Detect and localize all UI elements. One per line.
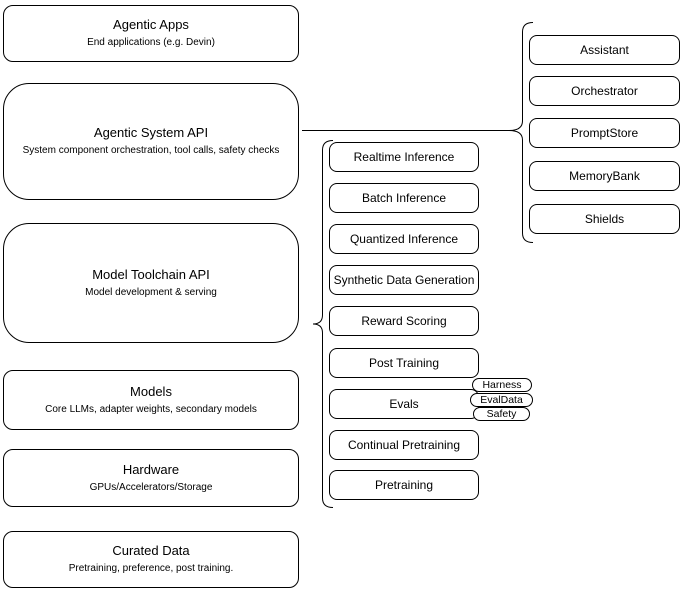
node-quantized-inference: Quantized Inference [329, 224, 479, 254]
box-curated-data-subtitle: Pretraining, preference, post training. [68, 563, 234, 574]
tag-evaldata-label: EvalData [480, 394, 523, 406]
node-evals: Evals [329, 389, 479, 419]
box-model-toolchain-api: Model Toolchain API Model development & … [3, 223, 299, 343]
node-batch-inference-label: Batch Inference [361, 191, 447, 205]
box-curated-data: Curated Data Pretraining, preference, po… [3, 531, 299, 588]
node-orchestrator-label: Orchestrator [571, 84, 638, 98]
box-model-toolchain-api-title: Model Toolchain API [92, 266, 210, 282]
box-hardware-subtitle: GPUs/Accelerators/Storage [89, 481, 213, 493]
node-pretraining: Pretraining [329, 470, 479, 500]
node-realtime-inference-label: Realtime Inference [353, 150, 455, 164]
box-agentic-apps-title: Agentic Apps [113, 17, 189, 32]
box-hardware-title: Hardware [122, 461, 180, 477]
box-models-title: Models [130, 383, 172, 399]
box-model-toolchain-api-subtitle: Model development & serving [85, 286, 217, 298]
node-promptstore: PromptStore [529, 118, 680, 148]
box-models: Models Core LLMs, adapter weights, secon… [3, 370, 299, 430]
node-post-training-label: Post Training [368, 356, 440, 370]
node-memorybank: MemoryBank [529, 161, 680, 191]
box-curated-data-title: Curated Data [112, 543, 190, 558]
node-synthetic-data-generation-label: Synthetic Data Generation [333, 273, 475, 287]
node-reward-scoring: Reward Scoring [329, 306, 479, 336]
node-evals-label: Evals [389, 397, 419, 411]
tag-evaldata: EvalData [470, 393, 533, 407]
node-assistant: Assistant [529, 35, 680, 65]
node-quantized-inference-label: Quantized Inference [349, 232, 459, 246]
node-synthetic-data-generation: Synthetic Data Generation [329, 265, 479, 295]
node-promptstore-label: PromptStore [570, 126, 639, 140]
box-agentic-apps: Agentic Apps End applications (e.g. Devi… [3, 5, 299, 62]
node-shields: Shields [529, 204, 680, 234]
node-assistant-label: Assistant [580, 43, 629, 57]
system-group-brace [508, 22, 534, 243]
node-batch-inference: Batch Inference [329, 183, 479, 213]
node-post-training: Post Training [329, 348, 479, 378]
node-orchestrator: Orchestrator [529, 76, 680, 106]
node-realtime-inference: Realtime Inference [329, 142, 479, 172]
tag-safety: Safety [473, 407, 530, 421]
box-agentic-apps-subtitle: End applications (e.g. Devin) [87, 37, 215, 48]
toolchain-group-brace [312, 140, 334, 508]
node-continual-pretraining: Continual Pretraining [329, 430, 479, 460]
box-agentic-system-api-subtitle: System component orchestration, tool cal… [22, 145, 280, 156]
box-agentic-system-api: Agentic System API System component orch… [3, 83, 299, 200]
node-memorybank-label: MemoryBank [569, 169, 640, 183]
node-pretraining-label: Pretraining [374, 478, 434, 492]
box-agentic-system-api-title: Agentic System API [93, 125, 209, 140]
node-shields-label: Shields [584, 212, 625, 226]
box-models-subtitle: Core LLMs, adapter weights, secondary mo… [45, 403, 257, 415]
tag-safety-label: Safety [486, 408, 517, 420]
node-continual-pretraining-label: Continual Pretraining [347, 438, 461, 452]
node-reward-scoring-label: Reward Scoring [361, 314, 447, 328]
box-hardware: Hardware GPUs/Accelerators/Storage [3, 449, 299, 507]
tag-harness-label: Harness [482, 379, 522, 391]
tag-harness: Harness [472, 378, 532, 392]
